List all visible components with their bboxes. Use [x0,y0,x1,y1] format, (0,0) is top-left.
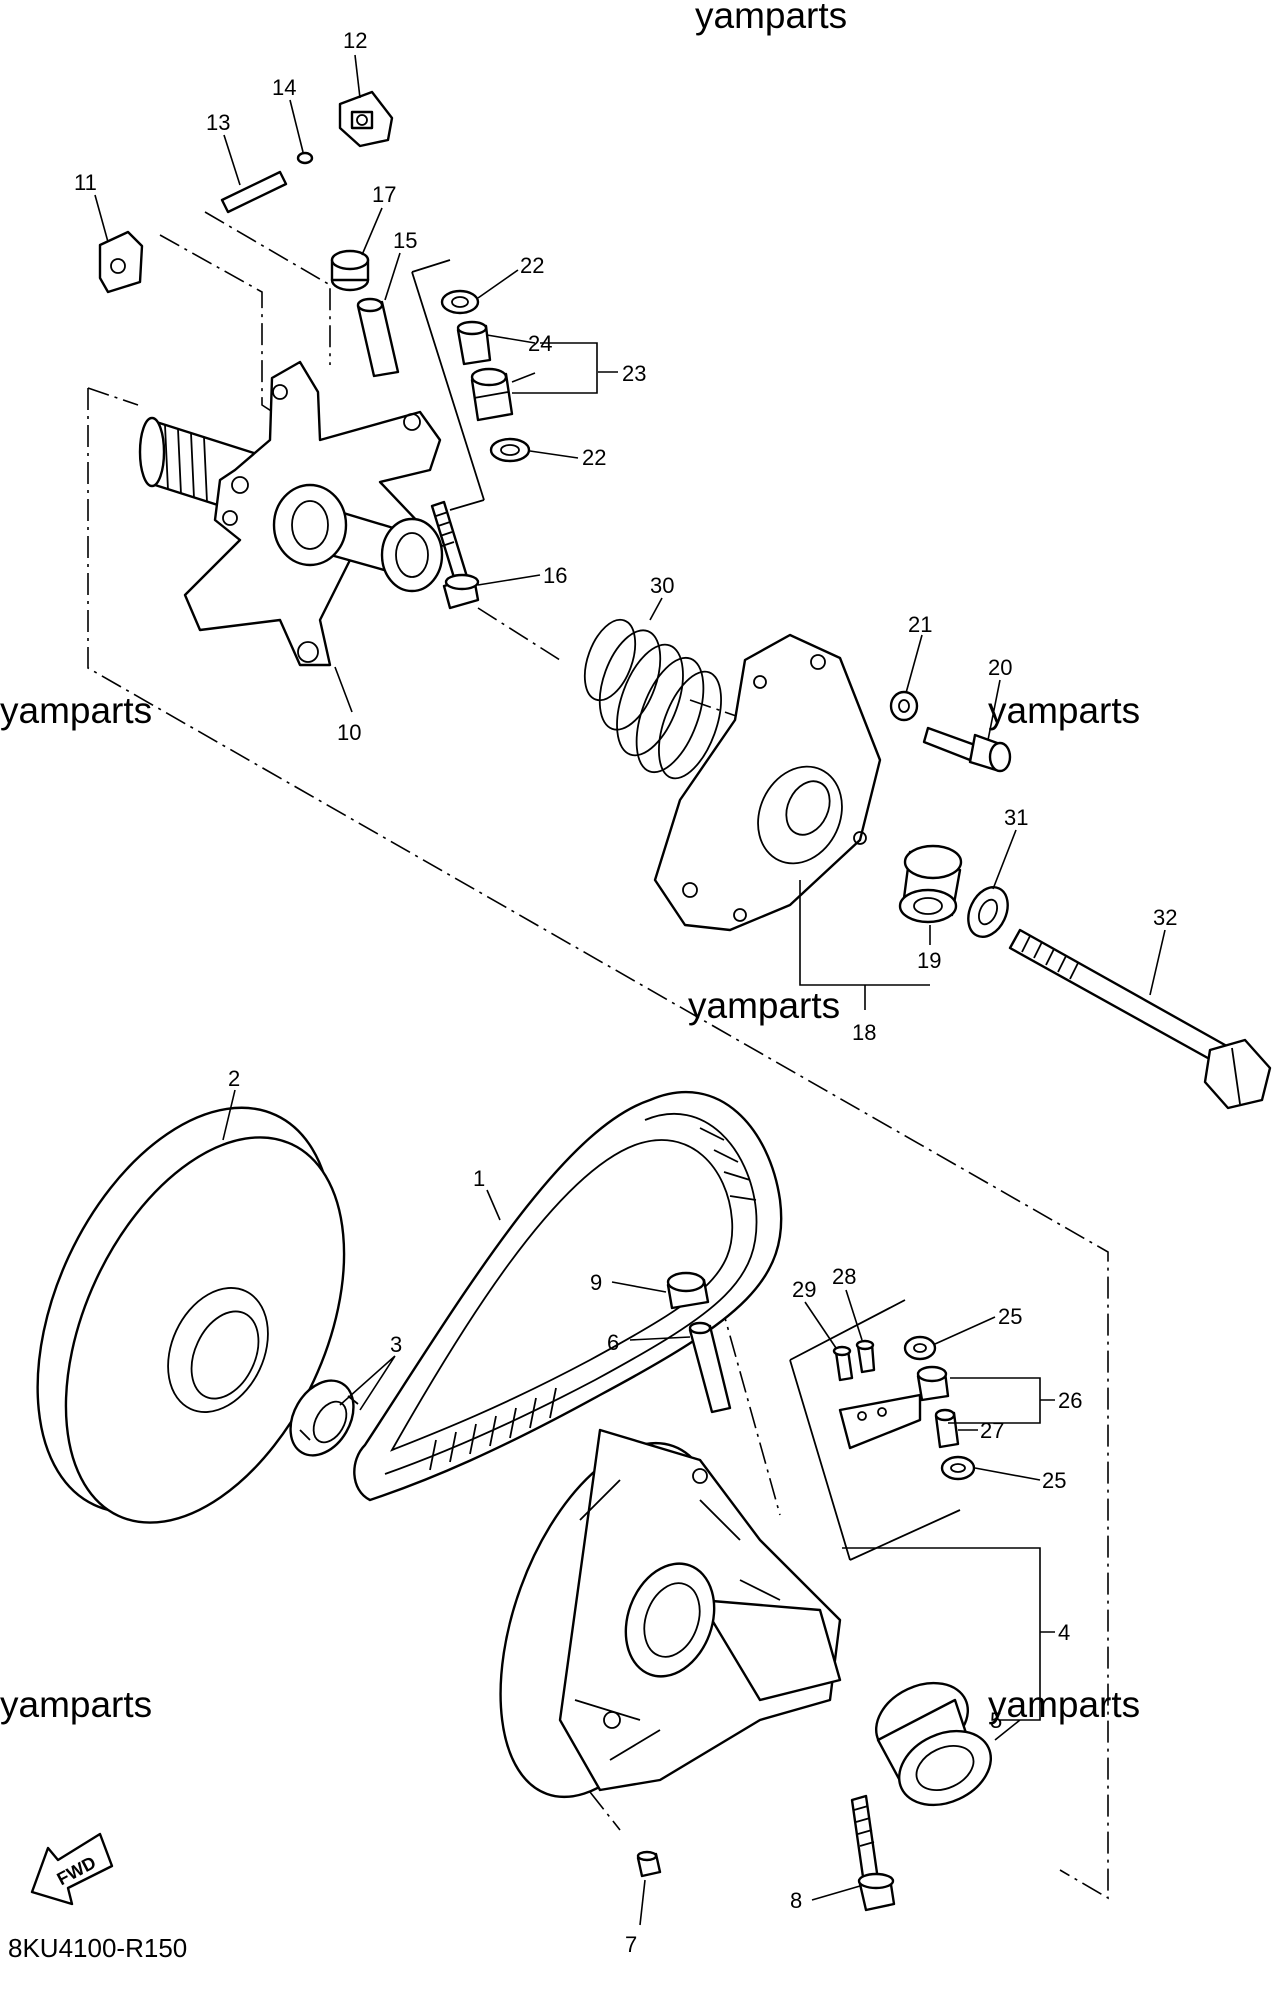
callout-27: 27 [980,1418,1004,1443]
part-plate [838,1393,922,1450]
callout-32: 32 [1153,905,1177,930]
watermark-left-upper: yamparts [0,690,152,731]
upper-assembly-outline [87,388,1109,1900]
guide-line-16 [477,607,561,661]
callout-14: 14 [272,75,296,100]
callout-13: 13 [206,110,230,135]
callout-23: 23 [622,361,646,386]
callout-18: 18 [852,1020,876,1045]
watermark-top: yamparts [695,0,847,36]
callout-17: 17 [372,182,396,207]
callout-5: 5 [990,1708,1002,1733]
callout-22-lower: 22 [582,445,606,470]
part-32-long-bolt [1008,928,1272,1110]
part-2-sheave [36,1106,346,1524]
callout-10: 10 [337,720,361,745]
part-17-nut [330,249,370,292]
part-1-belt [353,1090,783,1502]
watermark-right-upper: yamparts [988,690,1140,731]
fwd-arrow-icon: FWD [30,1832,114,1906]
callout-21: 21 [908,612,932,637]
part-24-bushing [456,320,492,366]
part-27-bushing [934,1408,960,1449]
callout-12: 12 [343,28,367,53]
part-9-nut [666,1271,710,1310]
guide-line-30 [689,699,743,719]
part-26-bushing-set [916,1365,950,1402]
callout-4: 4 [1058,1620,1070,1645]
watermark-right-lower: yamparts [988,1684,1140,1725]
part-20-bolt [922,726,1012,773]
callout-11: 11 [74,170,97,195]
part-30-spring [583,618,722,780]
part-13-pin [220,170,288,214]
callout-6: 6 [607,1330,619,1355]
part-10-spider [138,360,444,667]
part-28-screw [855,1339,876,1374]
part-14-ring [296,151,314,165]
part-5-collar [874,1681,993,1807]
guide-line-11 [159,234,286,421]
callout-2: 2 [228,1066,240,1091]
callout-30: 30 [650,573,674,598]
callout-29: 29 [792,1277,816,1302]
part-25-washer-lower [940,1455,976,1481]
callout-8: 8 [790,1888,802,1913]
part-29-screw [832,1345,854,1382]
part-16-bolt [430,500,480,610]
part-7-plug [636,1850,662,1878]
callout-26: 26 [1058,1388,1082,1413]
diagram-code: 8KU4100-R150 [8,1933,187,1963]
callout-7: 7 [625,1932,637,1957]
part-8-bolt [850,1794,896,1912]
part-11-weight [98,230,144,294]
callout-24: 24 [528,331,552,356]
part-22-washer-upper [440,289,480,315]
part-22-washer-lower [489,437,531,463]
leader-lines [94,54,1166,1926]
watermark-left-lower: yamparts [0,1684,152,1725]
guide-line-6 [719,1299,781,1516]
callout-19: 19 [917,948,941,973]
callout-15: 15 [393,228,417,253]
callout-20: 20 [988,655,1012,680]
callout-25-upper: 25 [998,1304,1022,1329]
part-12-retainer [338,90,394,148]
callout-22-upper: 22 [520,253,544,278]
part-6-sleeve [688,1321,732,1414]
part-31-washer [967,886,1009,938]
part-25-washer-upper [903,1335,937,1361]
part-19-collar [898,844,963,924]
guide-line-13 [204,211,331,365]
callout-31: 31 [1004,805,1028,830]
callout-labels: 12 14 13 11 17 15 22 24 23 22 16 30 10 2… [74,28,1177,1957]
callout-25-lower: 25 [1042,1468,1066,1493]
callout-28: 28 [832,1264,856,1289]
part-18-cover [653,633,882,932]
callout-1: 1 [473,1166,485,1191]
callout-9: 9 [590,1270,602,1295]
part-15-sleeve [356,297,400,378]
part-3-half-rings [289,1379,359,1457]
part-21-washer [889,690,919,722]
watermark-center: yamparts [688,985,840,1026]
callout-16: 16 [543,563,567,588]
part-4-moveable-sheave [499,1428,842,1799]
part-23-bushing-set [470,367,514,422]
callout-3: 3 [390,1332,402,1357]
guide-line-7 [589,1791,621,1831]
